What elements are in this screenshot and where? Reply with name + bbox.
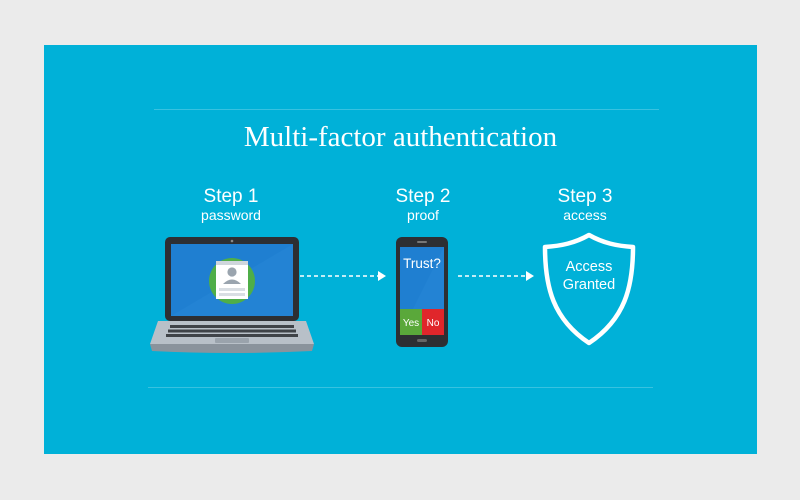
step-1-sublabel: password [201,207,261,223]
no-label: No [427,318,440,329]
bottom-divider [148,387,653,388]
granted-text: Granted [563,277,615,293]
arrow-right-icon [458,271,534,281]
shield-icon: Access Granted [542,232,636,346]
access-text: Access [566,259,613,275]
no-button [422,309,444,335]
laptop-icon [150,237,314,353]
step-3-sublabel: access [563,207,607,223]
yes-button [400,309,422,335]
top-divider [154,109,659,110]
yes-label: Yes [403,318,419,329]
arrow-right-icon [300,271,386,281]
step-3-label: Step 3 [557,186,613,207]
step-2-sublabel: proof [407,207,439,223]
diagram-panel: Multi-factor authentication Step 1 passw… [44,45,757,454]
diagram-title: Multi-factor authentication [243,121,558,153]
smartphone-icon: Trust? Yes No [396,237,448,347]
step-2-header: Step 2 proof [358,186,488,224]
step-1-header: Step 1 password [166,186,296,224]
step-1-label: Step 1 [203,186,259,207]
step-3-header: Step 3 access [520,186,650,224]
step-2-label: Step 2 [395,186,451,207]
trust-prompt: Trust? [403,256,441,271]
